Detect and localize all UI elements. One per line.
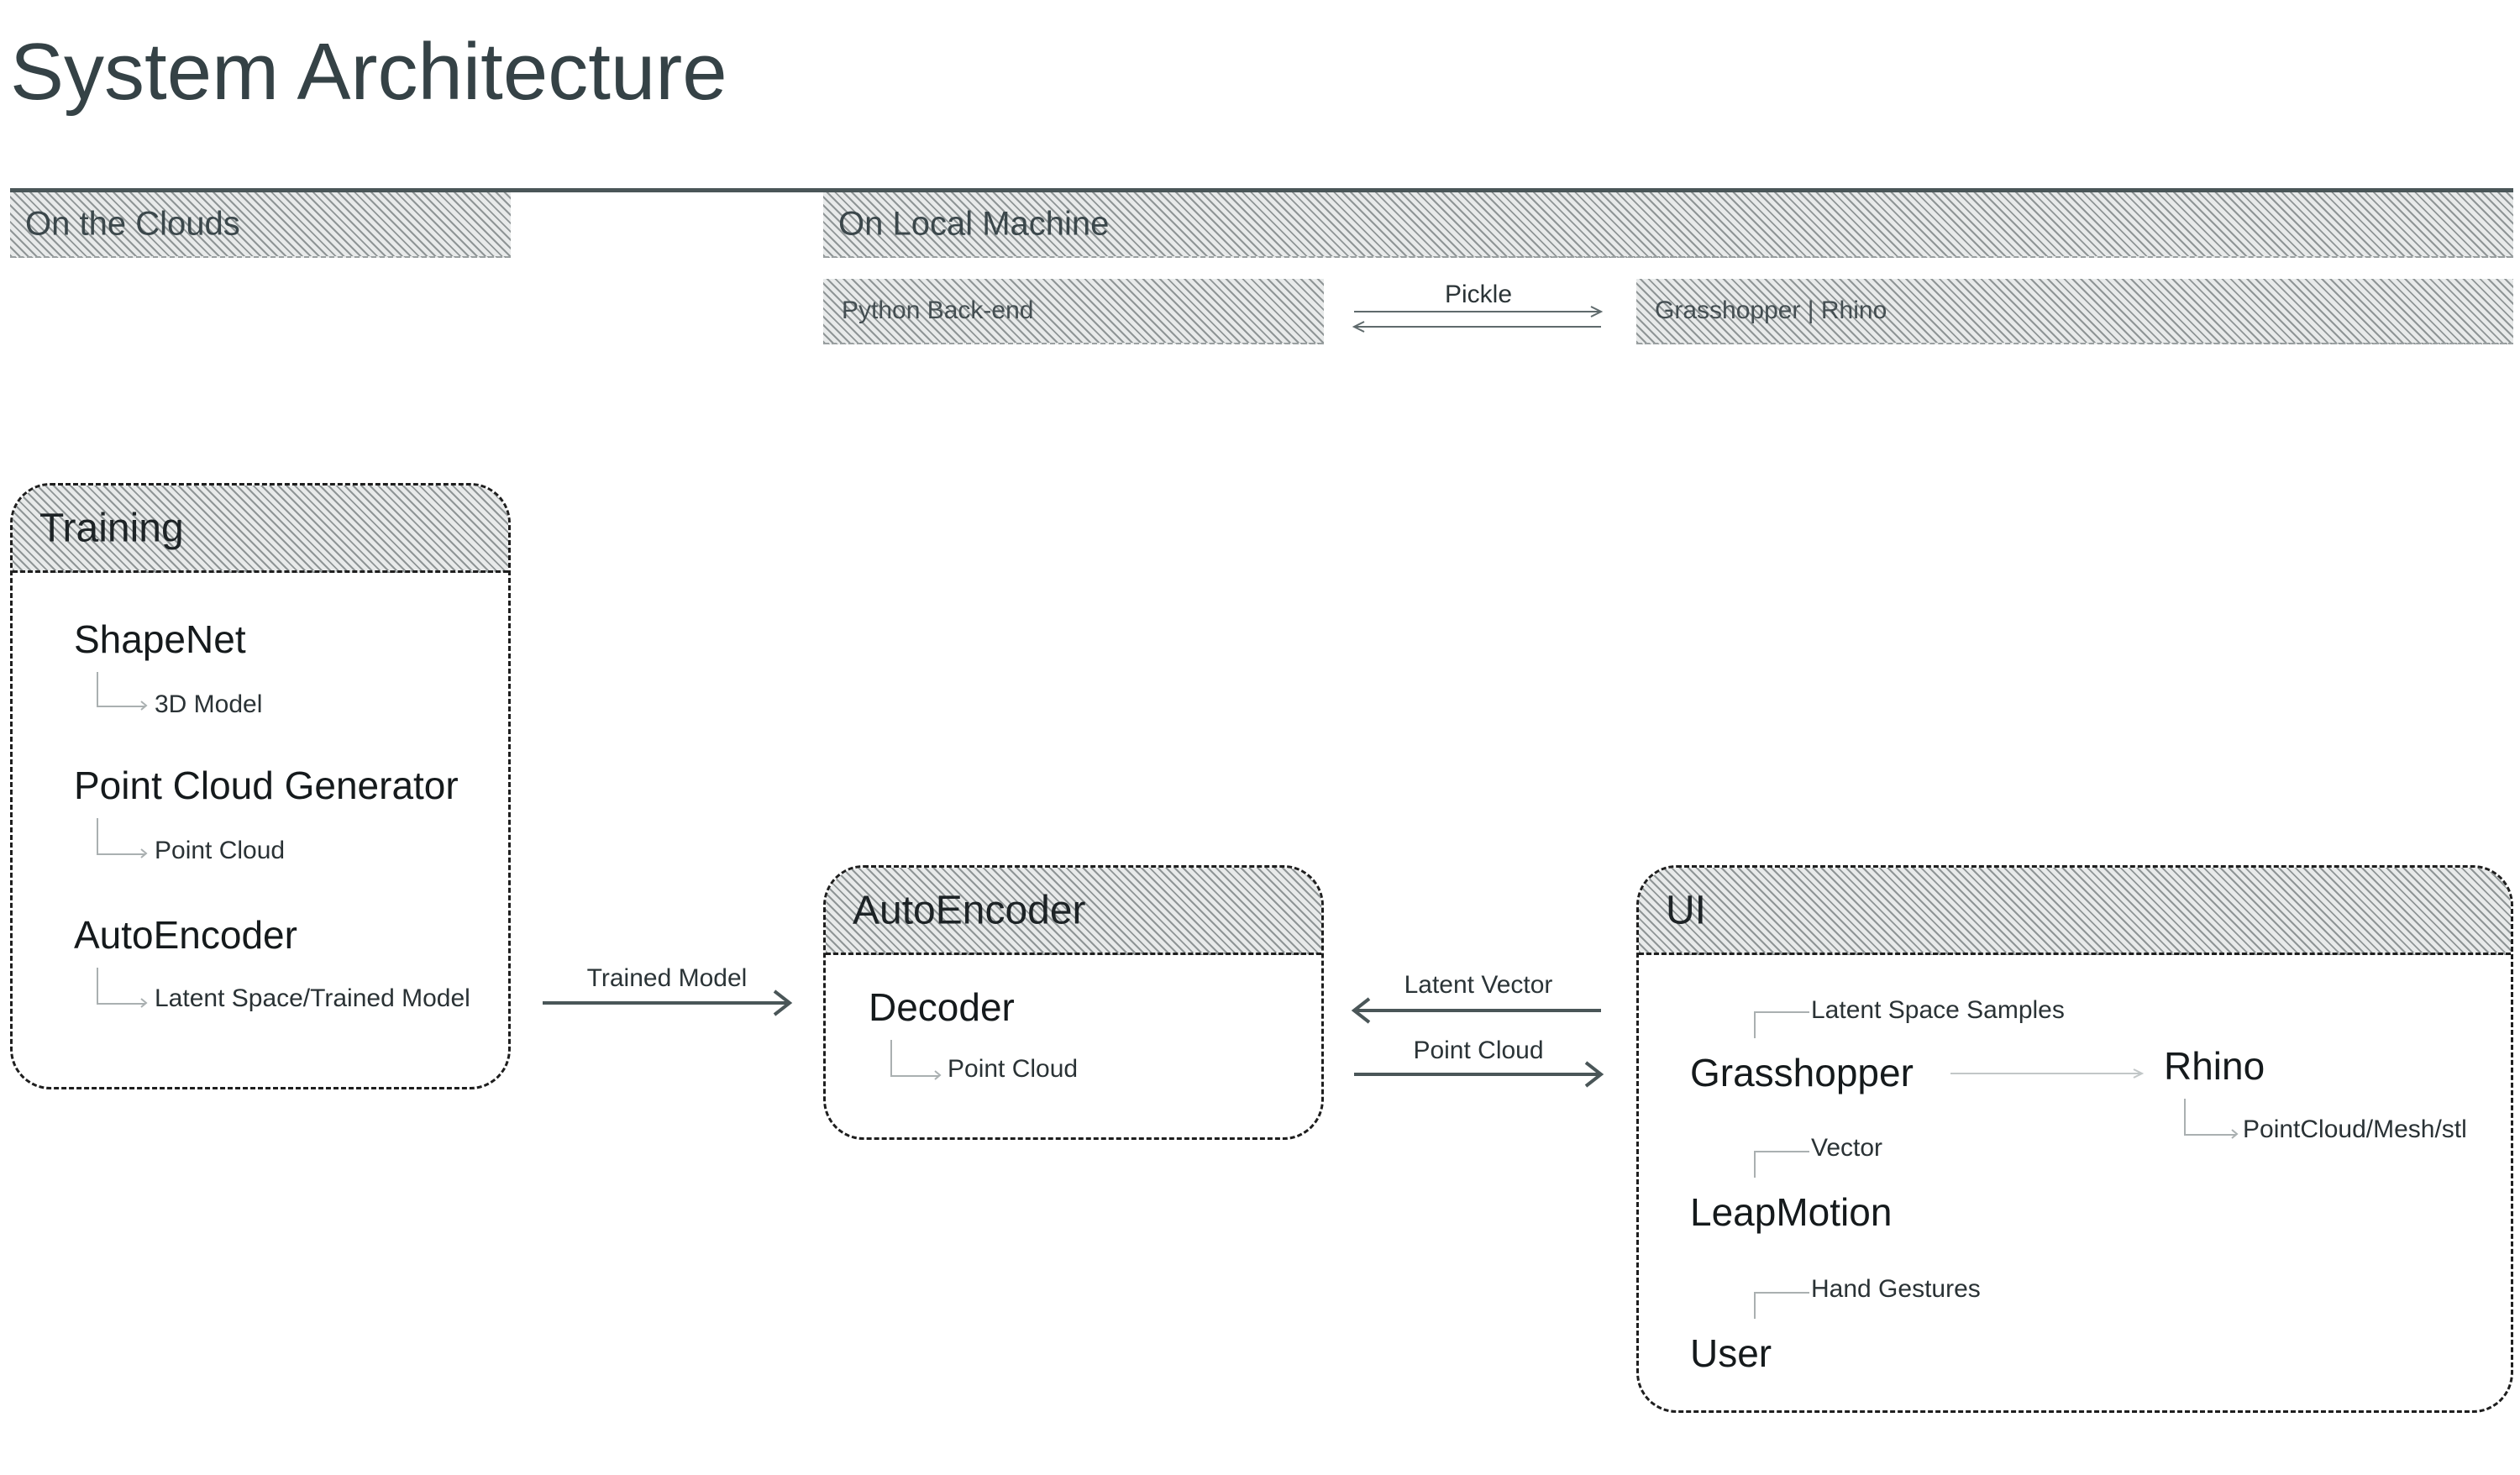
training-box-title: Training — [39, 506, 184, 550]
label-latent-space-trained-model: Latent Space/Trained Model — [155, 984, 470, 1012]
trained-model-arrow — [543, 989, 793, 1016]
grasshopper-to-rhino-arrow — [1950, 1068, 2145, 1079]
section-label-grasshopper-rhino: Grasshopper | Rhino — [1655, 297, 1887, 324]
edge-label-trained-model: Trained Model — [586, 964, 748, 992]
label-rhino-output: PointCloud/Mesh/stl — [2243, 1115, 2467, 1143]
diagram-title: System Architecture — [10, 27, 727, 117]
section-band-clouds: On the Clouds — [10, 192, 511, 258]
edge-label-latent-vector: Latent Vector — [1404, 971, 1553, 999]
label-3d-model: 3D Model — [155, 690, 263, 718]
section-band-python-backend: Python Back-end — [823, 279, 1324, 344]
pickle-label: Pickle — [1444, 281, 1513, 308]
connector-rhino-output — [2184, 1099, 2236, 1136]
training-box: Training — [10, 483, 511, 1089]
ui-box-header: UI — [1639, 868, 2511, 955]
section-label-local: On Local Machine — [838, 205, 1110, 243]
sub-label-arrowheads — [140, 701, 2239, 1139]
latent-vector-arrow — [1351, 997, 1601, 1024]
autoencoder-box: AutoEncoder — [823, 865, 1324, 1140]
label-decoder-point-cloud: Point Cloud — [948, 1055, 1079, 1083]
title-divider — [10, 188, 2513, 192]
connector-pcg-output — [97, 818, 145, 855]
connector-vector — [1754, 1151, 1809, 1178]
ui-box-title: UI — [1666, 888, 1706, 932]
edge-label-point-cloud: Point Cloud — [1413, 1037, 1544, 1064]
connector-hand-gestures — [1754, 1292, 1809, 1319]
label-vector: Vector — [1811, 1134, 1883, 1162]
node-decoder: Decoder — [869, 985, 1015, 1029]
label-hand-gestures: Hand Gestures — [1811, 1275, 1981, 1303]
section-band-local: On Local Machine — [823, 192, 2513, 258]
node-user: User — [1690, 1331, 1772, 1375]
autoencoder-box-title: AutoEncoder — [853, 888, 1086, 932]
point-cloud-arrow — [1354, 1061, 1604, 1088]
autoencoder-box-header: AutoEncoder — [826, 868, 1321, 955]
section-label-python-backend: Python Back-end — [842, 297, 1034, 324]
connector-shapenet-output — [97, 672, 145, 707]
node-training-autoencoder: AutoEncoder — [74, 913, 297, 957]
node-grasshopper: Grasshopper — [1690, 1051, 1914, 1094]
node-rhino: Rhino — [2164, 1044, 2265, 1088]
label-latent-space-samples: Latent Space Samples — [1811, 996, 2065, 1024]
section-band-grasshopper-rhino: Grasshopper | Rhino — [1636, 279, 2513, 344]
section-label-clouds: On the Clouds — [25, 205, 240, 243]
node-shapenet: ShapeNet — [74, 617, 246, 661]
training-box-header: Training — [13, 486, 508, 573]
node-leapmotion: LeapMotion — [1690, 1190, 1893, 1234]
ui-box: UI — [1636, 865, 2513, 1413]
label-pcg-point-cloud: Point Cloud — [155, 837, 286, 864]
node-point-cloud-generator: Point Cloud Generator — [74, 764, 459, 807]
connector-latent-samples — [1754, 1011, 1809, 1038]
pickle-arrows — [1352, 306, 1604, 333]
connector-decoder-output — [890, 1040, 939, 1077]
connector-autoencoder-output — [97, 968, 145, 1005]
